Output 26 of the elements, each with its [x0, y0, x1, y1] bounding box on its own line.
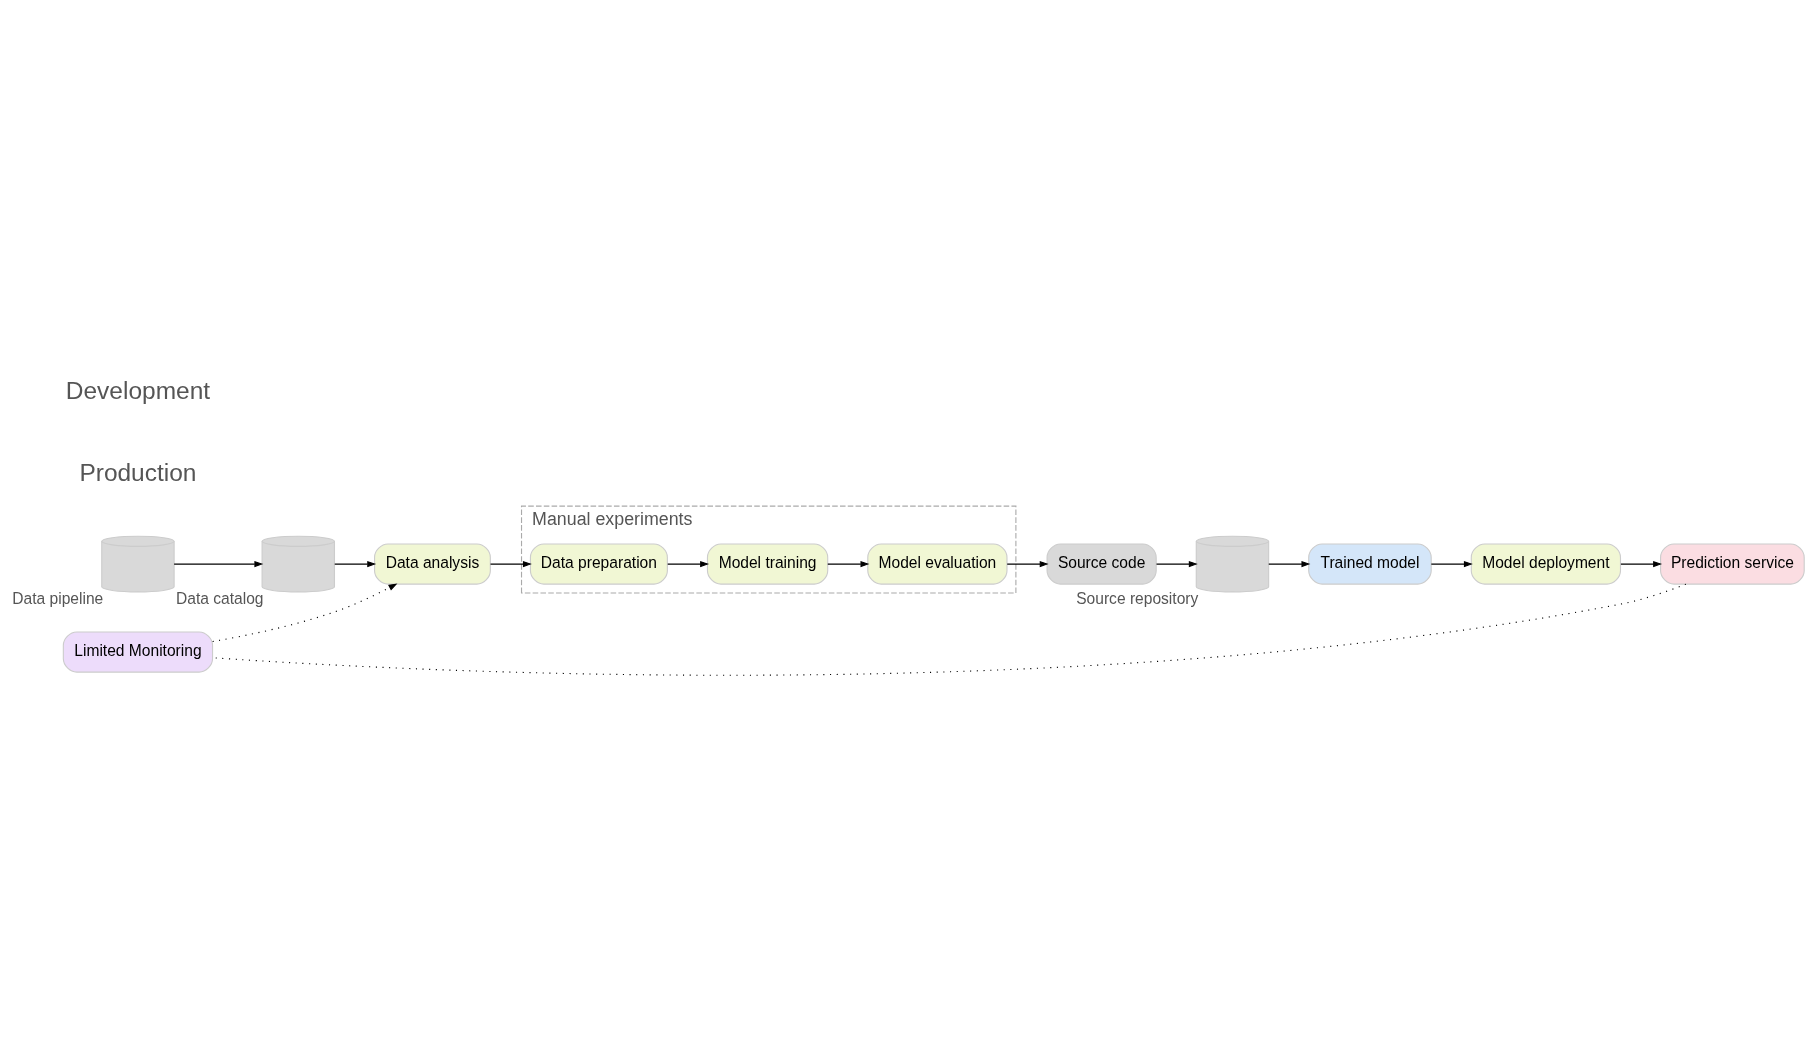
connector	[212, 583, 1687, 676]
arrow	[212, 583, 398, 642]
arrow	[827, 560, 870, 567]
node-box: Data analysis	[374, 543, 491, 585]
arrow	[667, 560, 710, 567]
node-box: Data preparation	[529, 543, 668, 585]
node-label: Source repository	[1076, 589, 1199, 607]
arrow	[334, 560, 377, 567]
arrow	[1006, 560, 1049, 567]
node-box: Prediction service	[1660, 543, 1805, 585]
arrow	[1155, 560, 1198, 567]
arrow	[173, 560, 264, 567]
node-box: Limited Monitoring	[62, 630, 214, 673]
label: Development	[65, 376, 211, 404]
node-box: Model training	[706, 543, 829, 585]
node-box: Model deployment	[1470, 543, 1622, 585]
arrow	[489, 560, 532, 567]
node-label: Data pipeline	[12, 589, 104, 607]
node-box: Model evaluation	[867, 543, 1008, 585]
node-label: Data catalog	[176, 589, 264, 607]
arrow	[1268, 560, 1311, 567]
node-box: Trained model	[1308, 543, 1432, 585]
node-box: Source code	[1046, 543, 1157, 585]
arrow	[1620, 560, 1663, 567]
label: Production	[79, 458, 197, 486]
arrow	[1430, 560, 1473, 567]
